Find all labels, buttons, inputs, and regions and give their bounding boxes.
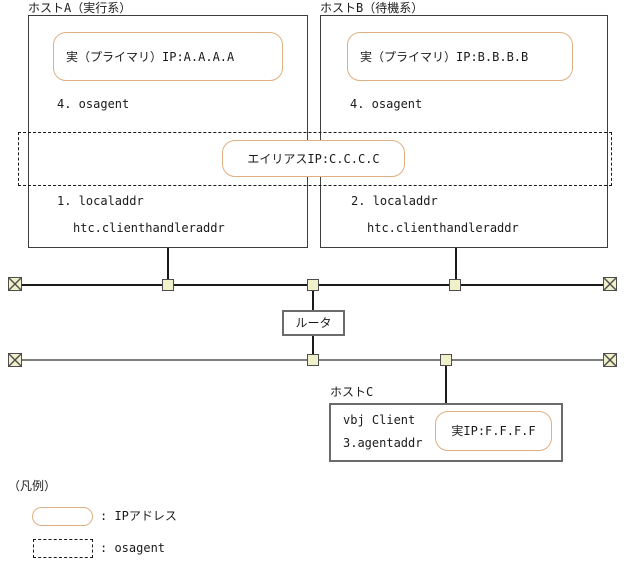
router-top-connector <box>312 291 314 310</box>
host-a-handleraddr-label: htc.clienthandleraddr <box>73 221 225 235</box>
network1-host-b-node <box>449 279 461 291</box>
network2-right-terminator-icon <box>603 353 617 367</box>
host-c-title: ホストC <box>330 385 374 399</box>
host-a-localaddr-label: 1. localaddr <box>57 194 144 208</box>
network2-left-terminator-icon <box>8 353 22 367</box>
host-b-box <box>320 15 608 248</box>
legend-osagent-swatch <box>33 539 93 558</box>
host-a-primary-ip-text: 実（プライマリ）IP:A.A.A.A <box>66 49 235 64</box>
network1-left-terminator-icon <box>8 277 22 291</box>
host-a-box <box>28 15 308 248</box>
alias-ip-pill: エイリアスIP:C.C.C.C <box>222 140 405 177</box>
router-label: ルータ <box>295 316 332 330</box>
host-c-agentaddr-label: 3.agentaddr <box>343 436 423 450</box>
network2-router-node <box>307 354 319 366</box>
host-c-real-ip-text: 実IP:F.F.F.F <box>451 424 536 438</box>
legend-ip-label: : IPアドレス <box>100 509 177 523</box>
network2-host-c-node <box>440 354 452 366</box>
alias-ip-text: エイリアスIP:C.C.C.C <box>247 151 380 166</box>
host-b-primary-ip-text: 実（プライマリ）IP:B.B.B.B <box>360 49 529 64</box>
legend-ip-pill-swatch <box>32 507 93 526</box>
host-a-osagent-label: 4. osagent <box>57 97 130 111</box>
legend-title: （凡例） <box>8 479 57 493</box>
host-b-network-connector <box>455 248 457 281</box>
host-c-real-ip-pill: 実IP:F.F.F.F <box>435 411 552 451</box>
host-c-client-label: vbj Client <box>343 413 416 427</box>
host-b-title: ホストB（待機系） <box>320 1 424 15</box>
router-box: ルータ <box>282 310 345 336</box>
host-b-osagent-label: 4. osagent <box>350 97 423 111</box>
network1-router-node <box>307 279 319 291</box>
host-b-handleraddr-label: htc.clienthandleraddr <box>367 221 519 235</box>
network1-host-a-node <box>162 279 174 291</box>
host-b-primary-ip-pill: 実（プライマリ）IP:B.B.B.B <box>347 32 573 81</box>
host-a-primary-ip-pill: 実（プライマリ）IP:A.A.A.A <box>53 32 283 81</box>
network1-right-terminator-icon <box>603 277 617 291</box>
host-b-localaddr-label: 2. localaddr <box>351 194 438 208</box>
router-bottom-connector <box>312 336 314 355</box>
host-a-network-connector <box>167 248 169 281</box>
legend-osagent-label: : osagent <box>100 541 166 555</box>
host-c-network-connector <box>445 366 447 403</box>
osagent-scope-dashed-box <box>18 132 612 186</box>
host-a-title: ホストA（実行系） <box>28 1 132 15</box>
